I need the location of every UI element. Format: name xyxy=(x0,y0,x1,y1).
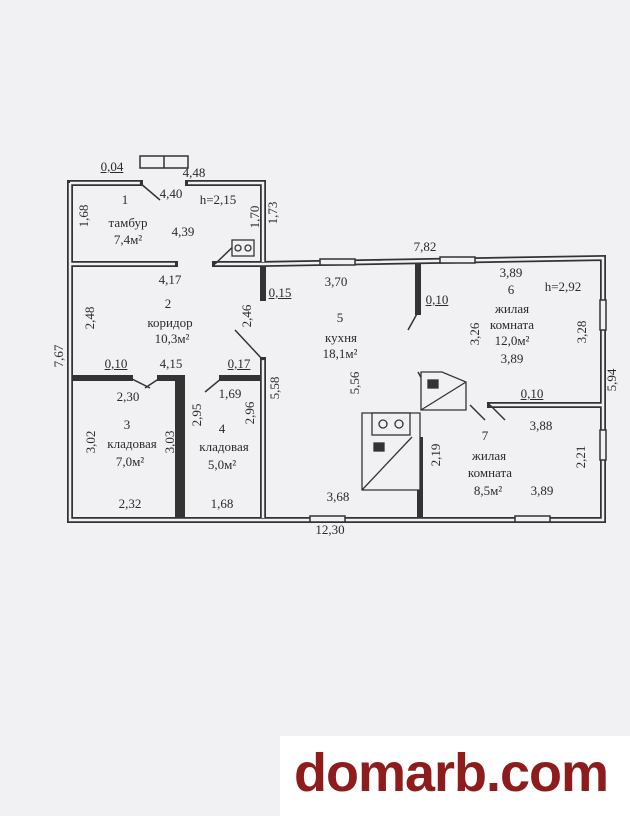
dim: 4,39 xyxy=(171,224,195,239)
dim: 2,48 xyxy=(82,306,97,330)
dim: 2,96 xyxy=(242,401,257,425)
dim: 5,56 xyxy=(347,371,362,395)
room-7-name2: комната xyxy=(467,465,513,480)
dim: 3,70 xyxy=(324,274,348,289)
room-6-name1: жилая xyxy=(494,301,530,316)
dim: 12,30 xyxy=(315,522,345,537)
dim: 2,30 xyxy=(116,389,140,404)
room-7-area: 8,5м² xyxy=(473,483,503,498)
stove-blocks xyxy=(231,239,467,491)
dim: 3,28 xyxy=(574,320,589,344)
dim: 2,32 xyxy=(118,496,142,511)
windows xyxy=(139,155,607,523)
dim: 2,21 xyxy=(573,445,588,469)
room-3-number: 3 xyxy=(123,417,131,432)
dim: 3,89 xyxy=(500,351,524,366)
dim: 1,70 xyxy=(247,205,262,229)
dim: 4,40 xyxy=(159,186,183,201)
room-1-name: тамбур xyxy=(108,215,148,230)
dim: 2,46 xyxy=(239,304,254,328)
room-6-number: 6 xyxy=(507,282,515,297)
room-5-number: 5 xyxy=(336,310,344,325)
dim: 0,17 xyxy=(227,356,251,371)
dim: 2,95 xyxy=(189,403,204,427)
dim: 3,26 xyxy=(467,322,482,346)
room-3-area: 7,0м² xyxy=(115,454,145,469)
dim: 0,10 xyxy=(520,386,544,401)
dim: 3,02 xyxy=(83,430,98,454)
dim: 0,10 xyxy=(104,356,128,371)
room-5-area: 18,1м² xyxy=(322,346,358,361)
dim: 2,19 xyxy=(428,443,443,467)
dim: 1,68 xyxy=(76,204,91,228)
room-7-name1: жилая xyxy=(471,448,507,463)
room-2-name: коридор xyxy=(147,315,193,330)
dim: 4,15 xyxy=(159,356,183,371)
dim: 3,88 xyxy=(529,418,553,433)
watermark-text: domarb.com xyxy=(294,743,609,803)
dim: 3,89 xyxy=(530,483,554,498)
dim: 1,69 xyxy=(218,386,242,401)
dim: 3,89 xyxy=(499,265,523,280)
dim: 7,82 xyxy=(413,239,437,254)
room-4-number: 4 xyxy=(218,421,226,436)
dim: 1,68 xyxy=(210,496,234,511)
ceiling-height-1: h=2,15 xyxy=(199,192,237,207)
room-2-area: 10,3м² xyxy=(154,331,190,346)
dim: 3,03 xyxy=(162,430,177,454)
dim: 3,68 xyxy=(326,489,350,504)
dim: 0,15 xyxy=(268,285,292,300)
watermark: domarb.com xyxy=(280,736,630,816)
room-1-number: 1 xyxy=(121,192,129,207)
room-6-name2: комната xyxy=(489,317,535,332)
room-7-number: 7 xyxy=(481,428,489,443)
dim: 7,67 xyxy=(51,344,66,368)
room-3-name: кладовая xyxy=(107,436,157,451)
room-1-area: 7,4м² xyxy=(113,232,143,247)
room-4-name: кладовая xyxy=(199,439,249,454)
walls-inner xyxy=(68,181,605,522)
dim: 0,10 xyxy=(425,292,449,307)
dim: 1,73 xyxy=(265,201,280,225)
dim: 0,04 xyxy=(100,159,124,174)
room-4-area: 5,0м² xyxy=(207,457,237,472)
room-5-name: кухня xyxy=(324,330,358,345)
room-6-area: 12,0м² xyxy=(494,333,530,348)
dim: 4,48 xyxy=(182,165,206,180)
dim: 5,94 xyxy=(604,368,619,392)
dim: 5,58 xyxy=(267,376,282,400)
ceiling-height-2: h=2,92 xyxy=(544,279,582,294)
dim: 4,17 xyxy=(158,272,182,287)
room-2-number: 2 xyxy=(164,296,172,311)
